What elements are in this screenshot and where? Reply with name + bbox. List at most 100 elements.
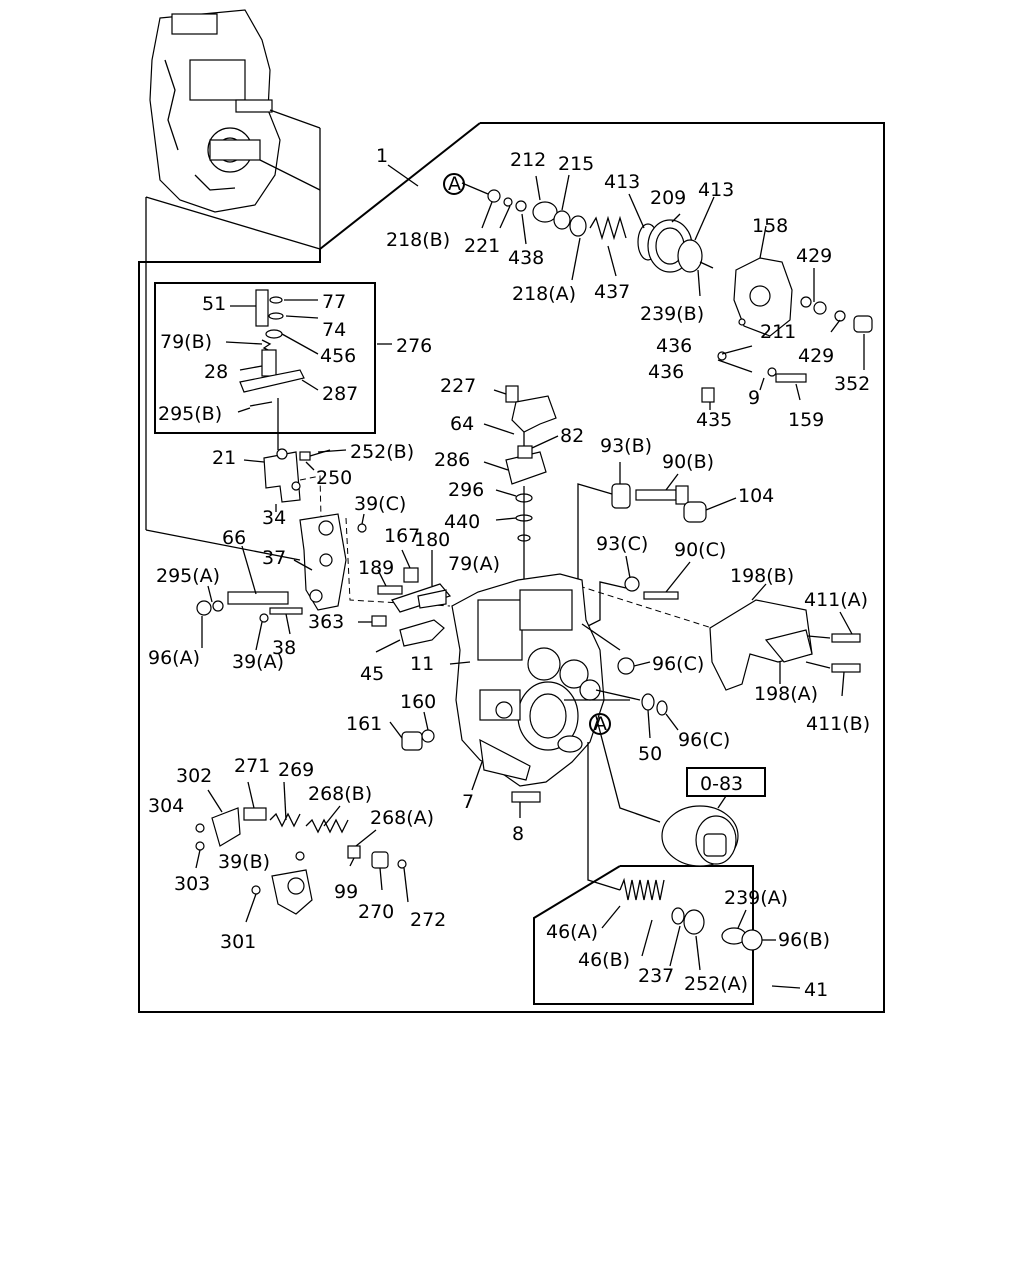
label-a-housing: A (594, 713, 607, 735)
label-270: 270 (358, 901, 394, 923)
label-7: 7 (462, 791, 474, 813)
label-411b: 411(B) (806, 713, 870, 735)
label-268b: 268(B) (308, 783, 372, 805)
label-50: 50 (638, 743, 662, 765)
governor-spring-assembly (461, 174, 715, 297)
label-437: 437 (594, 281, 630, 303)
label-21: 21 (212, 447, 236, 469)
main-frame (138, 122, 885, 1013)
lever-assembly (243, 448, 347, 561)
label-99: 99 (334, 881, 358, 903)
label-39a: 39(A) (232, 651, 284, 673)
label-211: 211 (760, 321, 796, 343)
label-269: 269 (278, 759, 314, 781)
label-90c: 90(C) (674, 539, 726, 561)
label-250: 250 (316, 467, 352, 489)
stop-lever-bracket (483, 385, 559, 485)
adjusting-screw-set-c (583, 555, 691, 629)
label-239a: 239(A) (724, 887, 788, 909)
control-lever-assembly (145, 513, 451, 651)
label-286: 286 (434, 449, 470, 471)
subassembly-276-parts (225, 289, 392, 450)
label-28: 28 (204, 361, 228, 383)
label-221: 221 (464, 235, 500, 257)
label-104: 104 (738, 485, 774, 507)
label-363: 363 (308, 611, 344, 633)
plug-160-161 (389, 711, 435, 751)
label-34: 34 (262, 507, 286, 529)
label-39c: 39(C) (354, 493, 406, 515)
linkage-assembly (195, 781, 409, 923)
label-39b: 39(B) (218, 851, 270, 873)
label-272: 272 (410, 909, 446, 931)
label-96c: 96(C) (652, 653, 704, 675)
subassembly-41-parts (587, 742, 801, 989)
label-189: 189 (358, 557, 394, 579)
label-79b: 79(B) (160, 331, 212, 353)
label-303: 303 (174, 873, 210, 895)
label-41: 41 (804, 979, 828, 1001)
bracket-198 (559, 579, 861, 697)
label-295a: 295(A) (156, 565, 220, 587)
label-79a: 79(A) (448, 553, 500, 575)
label-252b: 252(B) (350, 441, 414, 463)
label-218a: 218(A) (512, 283, 576, 305)
label-268a: 268(A) (370, 807, 434, 829)
label-74: 74 (322, 319, 346, 341)
subassembly-41-box (533, 865, 754, 1005)
label-64: 64 (450, 413, 474, 435)
label-82: 82 (560, 425, 584, 447)
label-215: 215 (558, 153, 594, 175)
label-46b: 46(B) (578, 949, 630, 971)
label-276: 276 (396, 335, 432, 357)
label-158: 158 (752, 215, 788, 237)
label-440: 440 (444, 511, 480, 533)
label-302: 302 (176, 765, 212, 787)
label-227: 227 (440, 375, 476, 397)
label-212: 212 (510, 149, 546, 171)
solenoid-drum (595, 715, 739, 867)
label-46a: 46(A) (546, 921, 598, 943)
label-9: 9 (748, 387, 760, 409)
pump-housing (449, 573, 641, 787)
label-96a: 96(A) (148, 647, 200, 669)
label-93c: 93(C) (596, 533, 648, 555)
marker-a-top (443, 173, 465, 195)
label-77: 77 (322, 291, 346, 313)
label-45: 45 (360, 663, 384, 685)
label-198b: 198(B) (730, 565, 794, 587)
label-159: 159 (788, 409, 824, 431)
label-438: 438 (508, 247, 544, 269)
label-1: 1 (376, 145, 388, 167)
label-209: 209 (650, 187, 686, 209)
label-239b: 239(B) (640, 303, 704, 325)
label-237: 237 (638, 965, 674, 987)
label-180: 180 (414, 529, 450, 551)
label-38: 38 (272, 637, 296, 659)
label-90b: 90(B) (662, 451, 714, 473)
label-252a: 252(A) (684, 973, 748, 995)
label-96c-second: 96(C) (678, 729, 730, 751)
adjusting-lever-45 (358, 615, 445, 653)
label-96b: 96(B) (778, 929, 830, 951)
label-413: 413 (604, 171, 640, 193)
label-271: 271 (234, 755, 270, 777)
label-436: 436 (656, 335, 692, 357)
governor-cover-assembly (701, 225, 873, 410)
label-66: 66 (222, 527, 246, 549)
label-304: 304 (148, 795, 184, 817)
adjusting-screw-set-b (577, 462, 737, 596)
idle-lever-assembly (377, 549, 452, 613)
label-429-second: 429 (798, 345, 834, 367)
label-413-second: 413 (698, 179, 734, 201)
label-295b: 295(B) (158, 403, 222, 425)
washers-96c-50 (617, 657, 679, 739)
subassembly-276-box (154, 282, 376, 434)
label-296: 296 (448, 479, 484, 501)
label-218b: 218(B) (386, 229, 450, 251)
label-436-second: 436 (648, 361, 684, 383)
label-411a: 411(A) (804, 589, 868, 611)
label-51: 51 (202, 293, 226, 315)
label-11: 11 (410, 653, 434, 675)
label-161: 161 (346, 713, 382, 735)
